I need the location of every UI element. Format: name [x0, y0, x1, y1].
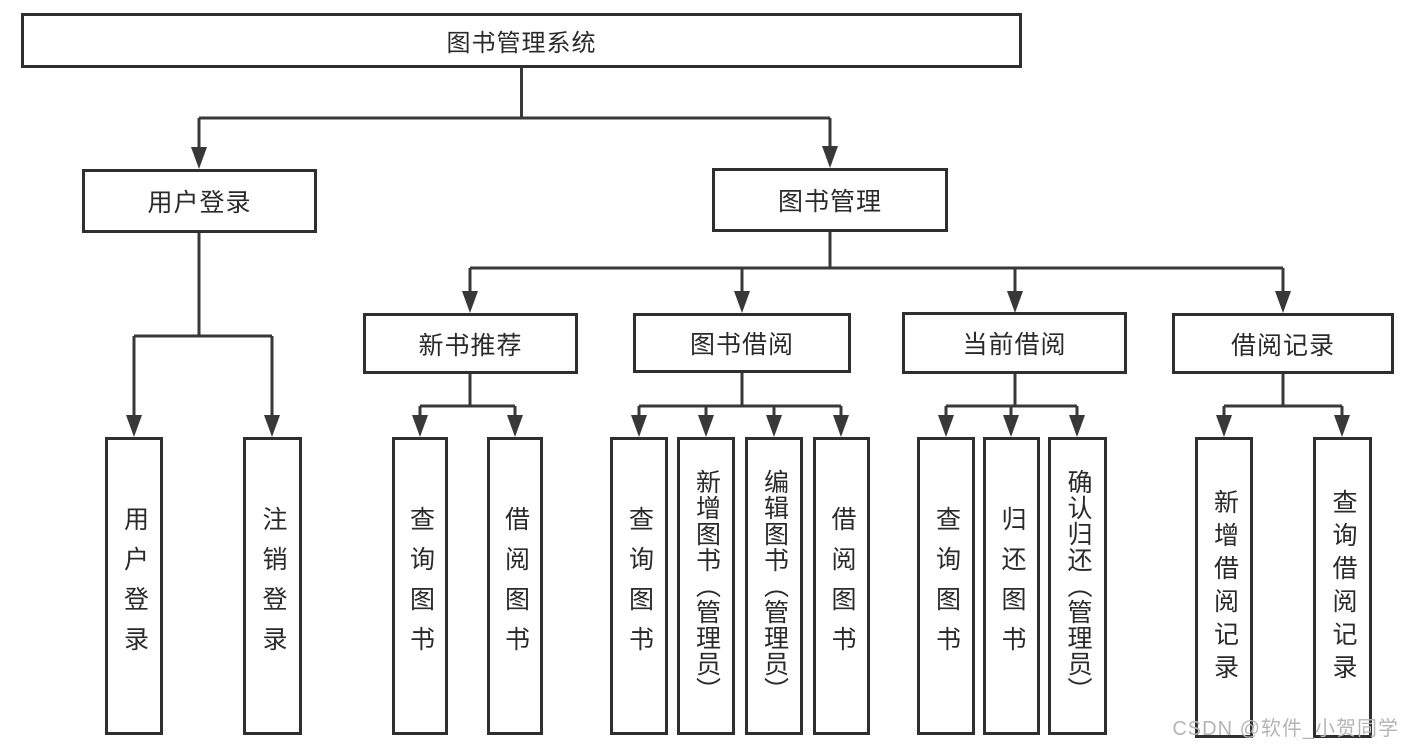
node-leaf-query-books-current: 查询图书 [917, 437, 975, 735]
node-library-management-system: 图书管理系统 [21, 13, 1022, 68]
arrowheads-root-split [191, 146, 838, 169]
connector-book-borrow-split [637, 373, 843, 418]
connector-current-borrow-split [944, 374, 1079, 418]
arrowheads-borrow-records-split [1216, 415, 1350, 437]
node-leaf-logout: 注销登录 [243, 437, 302, 735]
csdn-watermark: CSDN @软件_小贺同学 [1172, 718, 1399, 740]
node-new-book-recommend: 新书推荐 [363, 313, 578, 374]
arrowheads-current-borrow-split [938, 415, 1085, 437]
arrowheads-new-book-rec-split [412, 415, 523, 437]
node-leaf-edit-books-admin: 编辑图书（管理员） [745, 437, 803, 735]
connector-book-mgmt-split [468, 232, 1285, 294]
node-current-borrowing: 当前借阅 [902, 312, 1127, 374]
node-leaf-return-books: 归还图书 [983, 437, 1040, 735]
connector-borrow-records-split [1222, 374, 1344, 418]
node-book-management: 图书管理 [712, 168, 948, 232]
node-leaf-user-login: 用户登录 [105, 437, 163, 735]
node-leaf-query-books-recommend: 查询图书 [392, 437, 448, 735]
node-leaf-query-borrow-record: 查询借阅记录 [1313, 437, 1372, 738]
arrowheads-book-mgmt-split [462, 291, 1291, 313]
node-leaf-borrow-books-recommend: 借阅图书 [487, 437, 543, 735]
arrowheads-user-login-split [126, 415, 280, 437]
node-leaf-confirm-return-admin: 确认归还（管理员） [1048, 437, 1107, 735]
arrowheads-book-borrow-split [631, 415, 849, 437]
connector-user-login-split [132, 233, 274, 418]
node-leaf-add-borrow-record: 新增借阅记录 [1195, 437, 1253, 738]
connector-root-split [197, 68, 832, 150]
node-user-login: 用户登录 [82, 169, 317, 233]
node-borrowing-records: 借阅记录 [1172, 313, 1394, 374]
node-leaf-borrow-books: 借阅图书 [813, 437, 870, 735]
node-leaf-query-books-borrowing: 查询图书 [610, 437, 668, 735]
node-book-borrowing: 图书借阅 [633, 313, 851, 373]
node-leaf-add-books-admin: 新增图书（管理员） [677, 437, 735, 735]
connector-new-book-rec-split [418, 374, 517, 418]
